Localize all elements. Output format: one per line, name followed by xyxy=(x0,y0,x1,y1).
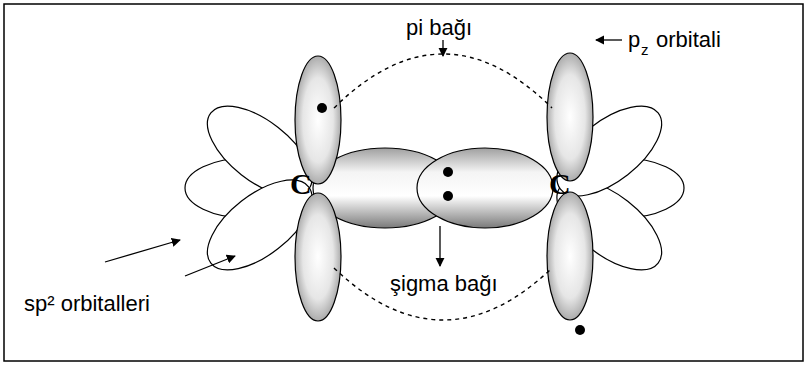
bond-label: şigma bağı xyxy=(388,272,500,295)
sp2-orbitals xyxy=(185,89,684,287)
carbon-atom: C xyxy=(290,168,312,200)
orbital-label: sp² orbitalleri xyxy=(22,292,152,315)
electrons xyxy=(317,103,585,335)
orbital-subscript: z xyxy=(641,42,649,58)
sigma-bond xyxy=(313,148,553,228)
pi-bond-arc xyxy=(334,54,552,320)
leader-lines xyxy=(105,40,622,276)
bond-label: pi bağı xyxy=(404,16,474,39)
frame xyxy=(4,4,803,361)
carbon-atom: C xyxy=(549,168,571,200)
p-orbitals xyxy=(295,53,593,321)
orbital-label: p xyxy=(628,28,640,51)
orbital-label: orbitali xyxy=(656,28,721,51)
